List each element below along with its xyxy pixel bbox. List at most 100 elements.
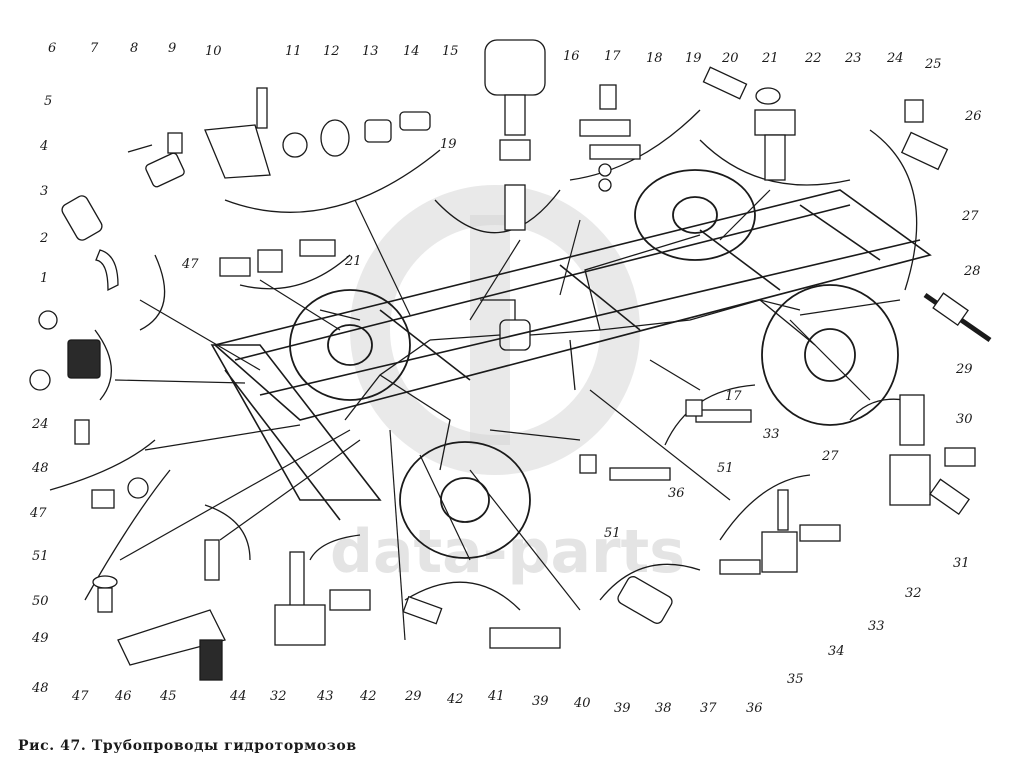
label-23: 23 [844, 51, 862, 66]
label-18: 18 [646, 51, 663, 66]
wheel-front-right [399, 441, 531, 559]
part-10-bolt [256, 87, 268, 129]
label-21: 21 [761, 51, 779, 66]
label-37: 37 [700, 701, 717, 716]
part-14-nut [364, 119, 392, 143]
label-49: 49 [31, 631, 49, 646]
label-51: 51 [32, 549, 49, 564]
part-17-bolt [599, 84, 617, 110]
label-47: 47 [71, 689, 89, 704]
part-4-coupling [257, 249, 283, 273]
label-21b: 21 [344, 254, 362, 269]
part-40-bolt [579, 454, 597, 474]
watermark-text: data-parts [330, 517, 685, 587]
brake-lines [344, 234, 816, 471]
label-11: 11 [285, 44, 302, 59]
part-48-sleeve-top [74, 419, 90, 445]
part-47-fitting [219, 257, 251, 277]
label-19b: 19 [440, 137, 457, 152]
label-25: 25 [924, 57, 942, 72]
label-14: 14 [403, 44, 420, 59]
label-8: 8 [130, 41, 138, 56]
label-5: 5 [44, 94, 52, 109]
part-45-pivot [199, 639, 223, 681]
label-48b: 48 [31, 461, 49, 476]
label-16: 16 [563, 49, 580, 64]
wheel-rear-left [634, 169, 756, 261]
label-35: 35 [787, 672, 804, 687]
part-3-hose-end [61, 195, 103, 241]
part-6-pin [127, 144, 153, 153]
label-36: 36 [668, 486, 685, 501]
label-13: 13 [362, 44, 379, 59]
label-4: 4 [39, 139, 48, 154]
leader-lines [114, 189, 901, 641]
part-25-bolt [904, 99, 924, 123]
part-32-tee [889, 454, 931, 506]
label-1: 1 [40, 271, 48, 286]
part-26-tee [900, 131, 949, 171]
part-17-bolt-lower [685, 399, 703, 417]
label-26: 26 [964, 109, 982, 124]
label-43: 43 [316, 689, 334, 704]
part-16-reservoir [484, 39, 546, 96]
part-24-bolt [29, 369, 51, 391]
label-28: 28 [963, 264, 981, 279]
label-50: 50 [32, 594, 49, 609]
label-31: 31 [953, 556, 970, 571]
label-42: 42 [446, 692, 464, 707]
label-30: 30 [956, 412, 973, 427]
part-2-elbow [95, 249, 119, 292]
label-2: 2 [39, 231, 48, 246]
parts [29, 39, 992, 681]
label-6: 6 [48, 41, 56, 56]
part-46-arm [117, 609, 226, 666]
label-9: 9 [168, 41, 176, 56]
label-46: 46 [114, 689, 132, 704]
part-bolt [38, 310, 58, 330]
label-3: 3 [40, 184, 48, 199]
label-42b: 42 [359, 689, 377, 704]
label-24b: 24 [31, 417, 49, 432]
part-51-bracket [695, 409, 752, 423]
part-labels: 1 2 3 4 5 6 7 8 9 10 11 12 13 14 15 16 1… [29, 41, 982, 716]
part-15-hose [399, 111, 431, 131]
label-32: 32 [905, 586, 922, 601]
wheel-front-left [289, 289, 411, 401]
label-36b: 36 [746, 701, 763, 716]
part-7-clip [167, 132, 183, 154]
part-41-bolt [489, 627, 561, 649]
part-22-washer [755, 87, 781, 105]
label-41: 41 [487, 689, 505, 704]
label-39: 39 [614, 701, 631, 716]
label-20: 20 [721, 51, 739, 66]
chassis-frame [210, 189, 932, 521]
label-17b: 17 [725, 389, 742, 404]
part-43-bolt [289, 551, 305, 613]
part-48-sleeve [97, 587, 113, 613]
part-5-sleeve [145, 152, 185, 188]
label-12: 12 [323, 44, 340, 59]
part-8-bracket [204, 124, 271, 179]
label-27b: 27 [821, 449, 839, 464]
label-38: 38 [655, 701, 672, 716]
wheel-rear-right [761, 284, 899, 426]
label-47b: 47 [181, 257, 199, 272]
part-21-fitting [299, 239, 336, 257]
label-33: 33 [763, 427, 780, 442]
watermark: data-parts [330, 185, 685, 587]
label-40: 40 [573, 696, 591, 711]
label-47c: 47 [29, 506, 47, 521]
part-18-tee [579, 119, 631, 137]
figure-caption: Рис. 47. Трубопроводы гидротормозов [18, 738, 357, 754]
part-34-tee [761, 531, 798, 573]
part-31-hose-end [929, 478, 970, 516]
label-19: 19 [685, 51, 702, 66]
part-32-tee-front [274, 604, 326, 646]
label-32b: 32 [270, 689, 287, 704]
label-7: 7 [90, 41, 99, 56]
part-29-hose-end [899, 394, 925, 446]
part-30-bolt [944, 447, 976, 467]
label-39b: 39 [532, 694, 549, 709]
